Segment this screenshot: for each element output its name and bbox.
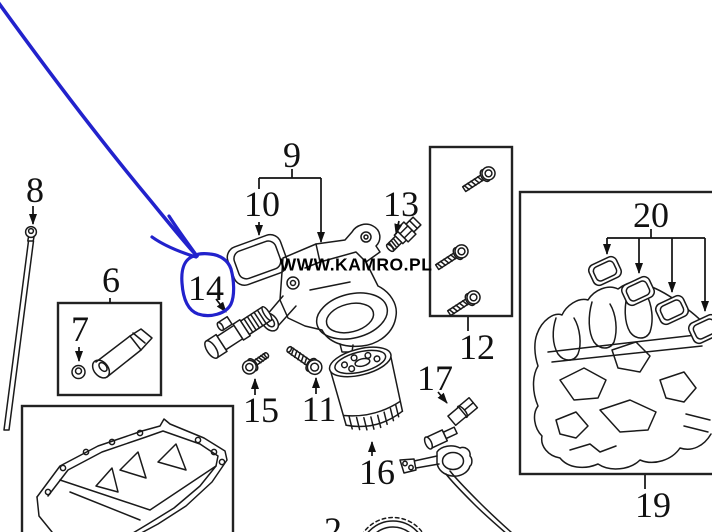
screw xyxy=(434,244,469,271)
callout-19: 19 xyxy=(635,485,671,525)
oil-pan-box xyxy=(20,404,235,532)
callout-2: 2 xyxy=(324,510,342,532)
callout-11: 11 xyxy=(301,389,337,429)
screw xyxy=(446,290,481,317)
screw xyxy=(461,166,496,193)
callout-leaders xyxy=(29,169,709,489)
callout-9: 9 xyxy=(283,135,301,175)
bolt-part-15 xyxy=(241,352,270,375)
callout-7: 7 xyxy=(71,309,89,349)
bolt-part-11 xyxy=(286,345,323,376)
callout-14: 14 xyxy=(188,268,224,308)
callout-10: 10 xyxy=(244,184,280,224)
callout-8: 8 xyxy=(26,170,44,210)
pickup-tube-assembly xyxy=(399,445,513,532)
adapter-fitting-part-14 xyxy=(204,305,273,360)
callout-15: 15 xyxy=(243,390,279,430)
port-gaskets-part-20 xyxy=(587,255,712,345)
oil-filter-part-16 xyxy=(328,346,404,431)
filter-housing-part-9 xyxy=(260,223,398,353)
callout-12: 12 xyxy=(459,327,495,367)
callout-6: 6 xyxy=(102,260,120,300)
oil-pan-part xyxy=(36,418,228,532)
tube-fitting-part-6 xyxy=(91,328,153,379)
highlight-annotation xyxy=(0,1,236,318)
screw-box-12 xyxy=(428,145,514,318)
callout-16: 16 xyxy=(359,452,395,492)
watermark-text: WWW.KAMRO.PL xyxy=(279,254,433,275)
callout-17: 17 xyxy=(417,358,453,398)
kit-box-6 xyxy=(56,301,163,397)
callout-20: 20 xyxy=(633,195,669,235)
oil-level-sensor-part-17 xyxy=(423,396,479,450)
manifold-box-19 xyxy=(518,190,712,476)
sprocket-part-2 xyxy=(362,516,424,532)
washer-part-7 xyxy=(71,364,86,380)
dipstick-part xyxy=(3,225,38,431)
callout-13: 13 xyxy=(383,184,419,224)
